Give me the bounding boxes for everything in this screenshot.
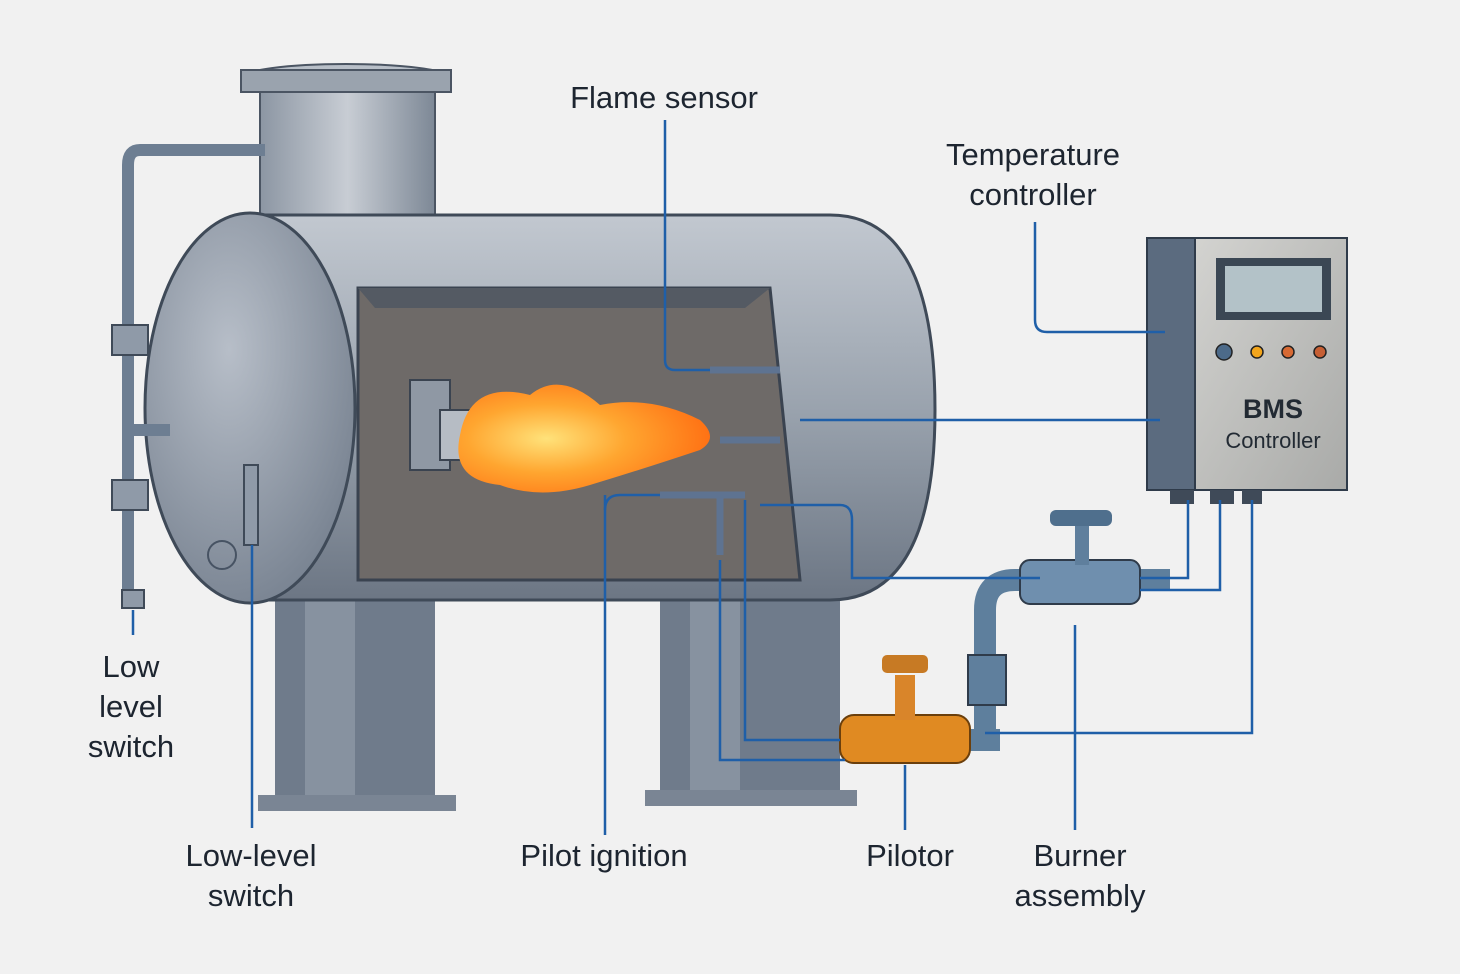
label-burner-assembly-line1: Burner — [1033, 838, 1127, 873]
label-pilot-ignition: Pilot ignition — [520, 838, 688, 873]
label-low-level-switch-left-line3: switch — [87, 729, 175, 764]
label-burner-assembly: Burner assembly — [1015, 836, 1146, 916]
label-temperature-controller-line2: controller — [969, 177, 1097, 212]
burner-flame — [458, 384, 710, 493]
label-burner-assembly-line2: assembly — [1014, 878, 1146, 913]
label-low-level-switch-left-line2: level — [99, 689, 163, 724]
label-low-level-switch-bottom: Low-level switch — [186, 836, 317, 916]
leader-lines — [131, 120, 1254, 835]
label-low-level-switch-left-line1: Low — [102, 649, 160, 684]
level-gauge-pipe — [122, 144, 265, 595]
label-low-level-switch-bottom-line2: switch — [207, 878, 295, 913]
controller-label-bms: BMS — [1243, 394, 1303, 424]
gas-train — [839, 510, 1170, 764]
sensor-pipes — [660, 366, 780, 555]
controller-label-controller: Controller — [1225, 428, 1321, 453]
label-low-level-switch-bottom-line1: Low-level — [185, 838, 317, 873]
label-temperature-controller: Temperature controller — [946, 135, 1120, 215]
label-pilotor: Pilotor — [866, 838, 954, 873]
support-legs — [258, 590, 857, 811]
label-temperature-controller-line1: Temperature — [945, 137, 1121, 172]
label-flame-sensor: Flame sensor — [570, 80, 758, 115]
label-low-level-switch-left: Low level switch — [88, 647, 174, 767]
bms-controller-box — [1146, 237, 1348, 504]
